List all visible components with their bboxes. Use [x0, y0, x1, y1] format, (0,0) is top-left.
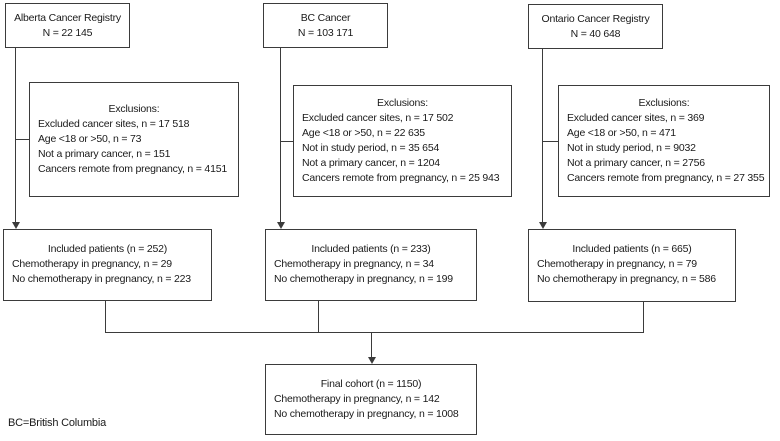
exclusion-item: Excluded cancer sites, n = 369 [567, 112, 705, 124]
merge-horizontal-line [105, 332, 644, 333]
final-arrow-line [371, 332, 372, 358]
registry-n: N = 103 171 [297, 27, 354, 39]
exclusion-item: Not in study period, n = 35 654 [302, 142, 440, 154]
exclusions-title: Exclusions: [108, 103, 160, 115]
registry-n: N = 40 648 [570, 28, 621, 40]
alberta-exclusion-connector-line [16, 139, 29, 140]
final-no-chemo: No chemotherapy in pregnancy, n = 1008 [274, 408, 459, 420]
included-title: Included patients (n = 233) [311, 243, 431, 255]
alberta-merge-line [105, 301, 106, 332]
arrow-down-icon [277, 222, 285, 229]
included-chemo: Chemotherapy in pregnancy, n = 79 [537, 258, 697, 270]
registry-title: Ontario Cancer Registry [541, 13, 650, 25]
registry-box-alberta: Alberta Cancer Registry N = 22 145 [5, 3, 130, 48]
ontario-merge-line [643, 302, 644, 332]
exclusion-item: Not a primary cancer, n = 1204 [302, 157, 440, 169]
exclusion-item: Age <18 or >50, n = 22 635 [302, 127, 425, 139]
registry-title: Alberta Cancer Registry [14, 12, 121, 24]
bc-exclusion-connector-line [281, 141, 293, 142]
exclusions-title: Exclusions: [638, 97, 690, 109]
included-box-bc: Included patients (n = 233) Chemotherapy… [265, 229, 477, 301]
arrow-down-icon [539, 222, 547, 229]
ontario-spine-line [542, 49, 543, 223]
exclusions-box-ontario: Exclusions: Excluded cancer sites, n = 3… [558, 85, 770, 197]
final-chemo: Chemotherapy in pregnancy, n = 142 [274, 393, 440, 405]
exclusions-box-bc: Exclusions: Excluded cancer sites, n = 1… [293, 85, 512, 197]
included-title: Included patients (n = 252) [47, 243, 168, 255]
registry-title: BC Cancer [300, 12, 351, 24]
exclusion-item: Age <18 or >50, n = 73 [38, 133, 142, 145]
exclusion-item: Excluded cancer sites, n = 17 502 [302, 112, 454, 124]
exclusion-item: Cancers remote from pregnancy, n = 27 35… [567, 172, 765, 184]
arrow-down-icon [12, 222, 20, 229]
registry-n: N = 22 145 [42, 27, 93, 39]
included-box-alberta: Included patients (n = 252) Chemotherapy… [3, 229, 212, 301]
included-chemo: Chemotherapy in pregnancy, n = 29 [12, 258, 172, 270]
exclusions-box-alberta: Exclusions: Excluded cancer sites, n = 1… [29, 82, 239, 197]
alberta-spine-line [15, 48, 16, 223]
exclusion-item: Excluded cancer sites, n = 17 518 [38, 118, 190, 130]
exclusion-item: Cancers remote from pregnancy, n = 25 94… [302, 172, 500, 184]
included-no-chemo: No chemotherapy in pregnancy, n = 223 [12, 273, 191, 285]
included-no-chemo: No chemotherapy in pregnancy, n = 199 [274, 273, 453, 285]
footnote: BC=British Columbia [8, 417, 106, 429]
final-title: Final cohort (n = 1150) [320, 378, 422, 390]
bc-spine-line [280, 48, 281, 223]
exclusions-title: Exclusions: [377, 97, 428, 109]
included-title: Included patients (n = 665) [572, 243, 692, 255]
exclusion-item: Not a primary cancer, n = 2756 [567, 157, 705, 169]
bc-merge-line [318, 301, 319, 332]
exclusion-item: Not in study period, n = 9032 [567, 142, 696, 154]
exclusion-item: Cancers remote from pregnancy, n = 4151 [38, 163, 227, 175]
included-box-ontario: Included patients (n = 665) Chemotherapy… [528, 229, 736, 302]
included-chemo: Chemotherapy in pregnancy, n = 34 [274, 258, 434, 270]
ontario-exclusion-connector-line [543, 141, 558, 142]
exclusion-item: Not a primary cancer, n = 151 [38, 148, 171, 160]
included-no-chemo: No chemotherapy in pregnancy, n = 586 [537, 273, 716, 285]
final-cohort-box: Final cohort (n = 1150) Chemotherapy in … [265, 364, 477, 435]
registry-box-bc: BC Cancer N = 103 171 [263, 3, 388, 48]
registry-box-ontario: Ontario Cancer Registry N = 40 648 [528, 4, 663, 49]
exclusion-item: Age <18 or >50, n = 471 [567, 127, 676, 139]
arrow-down-icon [368, 357, 376, 364]
